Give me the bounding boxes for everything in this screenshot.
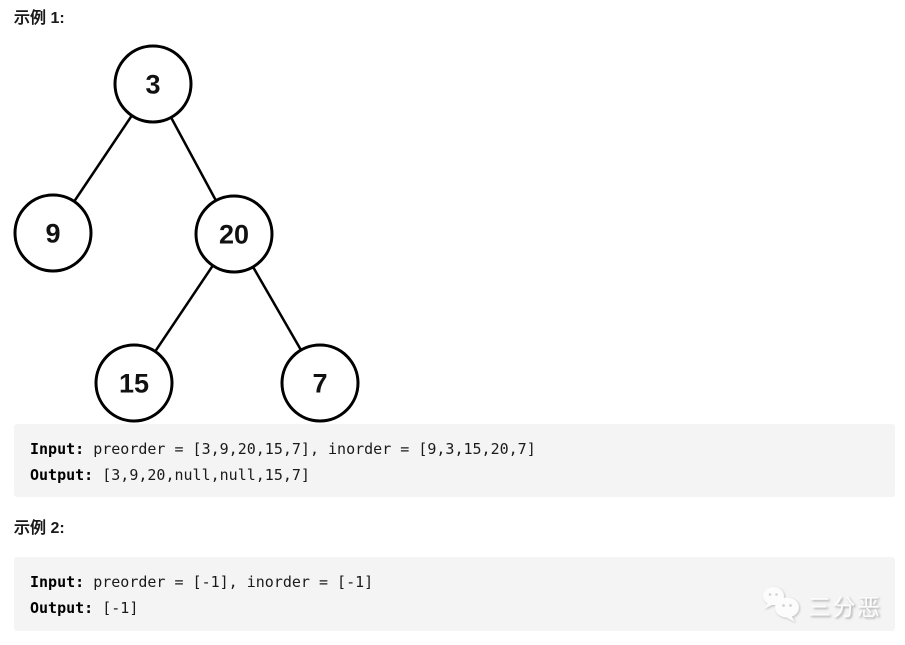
output-label: Output:	[30, 466, 94, 484]
tree-node-label: 3	[145, 70, 160, 100]
watermark-text: 三分恶	[808, 594, 882, 620]
wechat-icon	[763, 587, 799, 622]
output-value: [3,9,20,null,null,15,7]	[93, 466, 310, 484]
example1-heading: 示例 1:	[14, 10, 65, 27]
tree-node-label: 7	[312, 369, 327, 399]
tree-node-9: 9	[13, 193, 93, 273]
example2-input-line: Input: preorder = [-1], inorder = [-1]	[30, 569, 879, 595]
input-value: preorder = [-1], inorder = [-1]	[84, 573, 374, 591]
tree-node-label: 15	[119, 369, 149, 399]
tree-node-7: 7	[280, 343, 360, 423]
example2-code-block: Input: preorder = [-1], inorder = [-1] O…	[14, 557, 895, 631]
binary-tree-diagram: 3 9 20 15 7	[13, 44, 360, 423]
tree-node-label: 20	[219, 220, 249, 250]
input-label: Input:	[30, 440, 85, 458]
tree-node-label: 9	[45, 219, 60, 249]
example2-output-line: Output: [-1]	[30, 595, 879, 621]
output-label: Output:	[30, 599, 94, 617]
tree-node-20: 20	[194, 194, 274, 274]
input-label: Input:	[30, 573, 85, 591]
tree-node-15: 15	[94, 343, 174, 423]
output-value: [-1]	[93, 599, 139, 617]
watermark: 三分恶	[761, 584, 882, 626]
example2-heading: 示例 2:	[14, 520, 65, 537]
tree-node-3: 3	[113, 44, 193, 124]
example1-input-line: Input: preorder = [3,9,20,15,7], inorder…	[30, 436, 879, 462]
example1-output-line: Output: [3,9,20,null,null,15,7]	[30, 462, 879, 488]
example1-code-block: Input: preorder = [3,9,20,15,7], inorder…	[14, 424, 895, 497]
input-value: preorder = [3,9,20,15,7], inorder = [9,3…	[84, 440, 536, 458]
